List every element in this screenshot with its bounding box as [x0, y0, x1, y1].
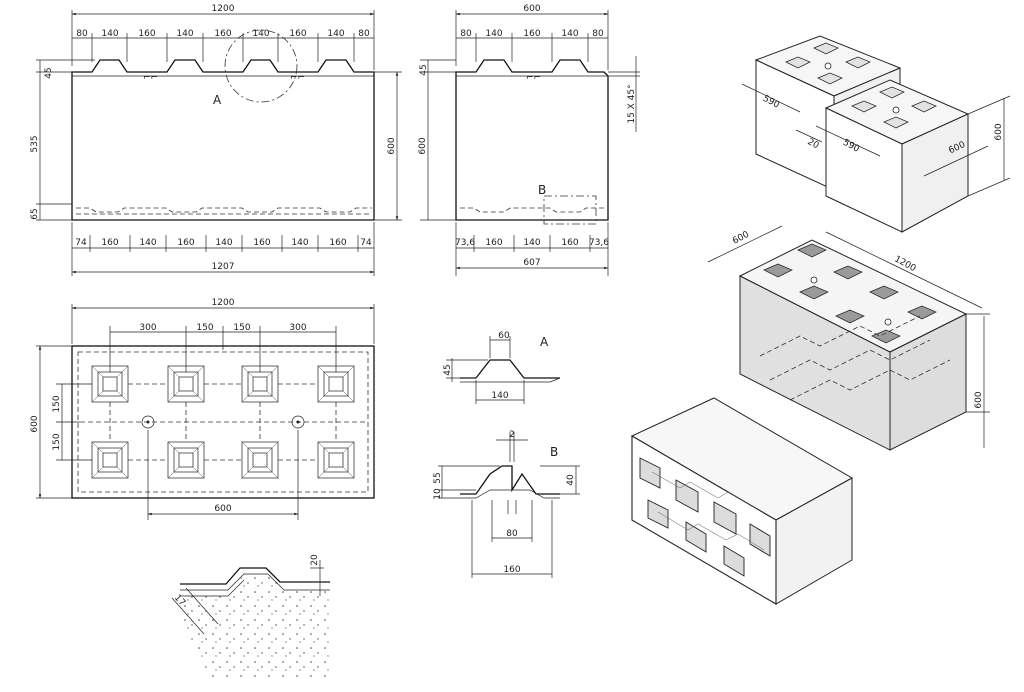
side-top-seg-1: 80 [460, 29, 472, 39]
iso-pair-dim-20: 20 [806, 137, 821, 151]
side-left-dim-45: 45 [419, 64, 429, 75]
side-view: 600 80 140 160 140 80 B ⌐⌐ 45 600 15 X 4… [418, 4, 640, 276]
front-bottom-seg-6: 160 [253, 238, 270, 248]
side-top-seg-5: 80 [592, 29, 604, 39]
front-top-seg-4: 140 [176, 29, 193, 39]
front-top-segment-ticks [91, 33, 355, 62]
plan-bottom-dim: 600 [214, 504, 231, 514]
front-top-seg-3: 160 [138, 29, 155, 39]
detail-b-right: 40 [566, 474, 576, 486]
iso-single-dim-1200: 1200 [892, 254, 917, 274]
detail-b-inner: 80 [506, 529, 518, 539]
detail-b-label: B [550, 445, 558, 459]
front-left-dim-65: 65 [30, 208, 40, 219]
iso-single-dim-600-depth: 600 [731, 230, 751, 247]
side-bottom-seg-2: 160 [485, 238, 502, 248]
plan-lifting-hole-left [141, 415, 155, 429]
front-view: 1200 80 140 160 140 160 140 160 140 80 A [30, 4, 402, 276]
front-bottom-width: 1207 [212, 262, 235, 272]
detail-b-bottom: 160 [503, 565, 520, 575]
side-bottom-seg-1: 73,6 [455, 238, 475, 248]
front-bottom-seg-1: 74 [75, 238, 87, 248]
detail-b-height-10: 10 [433, 488, 443, 500]
side-block-outline [455, 59, 609, 221]
detail-a-height: 45 [443, 364, 453, 375]
front-top-seg-1: 80 [76, 29, 88, 39]
front-bottom-seg-8: 160 [329, 238, 346, 248]
side-bottom-seg-3: 140 [523, 238, 540, 248]
front-bottom-seg-7: 140 [291, 238, 308, 248]
front-left-dim-45: 45 [44, 67, 54, 78]
side-bottom-seg-5: 73,6 [589, 238, 609, 248]
detail-b-height-55: 55 [433, 472, 443, 483]
detail-a-bottom: 140 [491, 391, 508, 401]
side-left-dim-600: 600 [418, 137, 428, 154]
front-bottom-seg-3: 140 [139, 238, 156, 248]
edge-dim-20: 20 [310, 554, 320, 566]
front-bottom-seg-9: 74 [360, 238, 372, 248]
front-left-dim-535: 535 [30, 135, 40, 152]
side-top-width: 600 [523, 4, 540, 14]
plan-top-seg-4: 300 [289, 323, 306, 333]
plan-view: 1200 300 150 150 300 [30, 298, 375, 520]
detail-b: 2 B 55 10 40 80 160 [433, 430, 580, 578]
front-top-seg-2: 140 [101, 29, 118, 39]
svg-text:⌐⌐: ⌐⌐ [290, 73, 305, 83]
svg-text:⌐⌐: ⌐⌐ [526, 73, 541, 83]
plan-top-seg-2: 150 [196, 323, 213, 333]
detail-a-marker-circle [224, 29, 298, 103]
front-top-seg-7: 160 [289, 29, 306, 39]
detail-b-top: 2 [509, 430, 515, 440]
side-top-seg-4: 140 [561, 29, 578, 39]
front-block-outline [71, 59, 375, 221]
plan-left-seg-1: 150 [52, 395, 62, 412]
front-right-dim: 600 [387, 137, 397, 154]
iso-bottom-block [630, 397, 854, 605]
side-top-seg-3: 160 [523, 29, 540, 39]
front-top-seg-9: 80 [358, 29, 370, 39]
iso-pair-dim-600-height: 600 [994, 123, 1004, 140]
front-top-seg-5: 160 [214, 29, 231, 39]
front-top-width: 1200 [212, 4, 235, 14]
detail-a-label: A [540, 335, 549, 349]
plan-top-width: 1200 [212, 298, 235, 308]
plan-top-seg-3: 150 [233, 323, 250, 333]
side-top-seg-2: 140 [485, 29, 502, 39]
detail-a: 60 A 45 140 [443, 331, 561, 404]
side-bottom-width: 607 [523, 258, 540, 268]
front-top-seg-6: 140 [252, 29, 269, 39]
front-top-seg-8: 140 [327, 29, 344, 39]
front-bottom-seg-5: 140 [215, 238, 232, 248]
front-bottom-seg-4: 160 [177, 238, 194, 248]
front-bottom-seg-2: 160 [101, 238, 118, 248]
front-detail-label: A [213, 93, 222, 107]
side-chamfer: 15 X 45° [627, 84, 637, 123]
iso-single-dim-600-height: 600 [974, 391, 984, 408]
side-bottom-seg-4: 160 [561, 238, 578, 248]
svg-text:⌐⌐: ⌐⌐ [143, 73, 158, 83]
plan-lifting-hole-right [291, 415, 305, 429]
plan-top-seg-1: 300 [139, 323, 156, 333]
plan-left-seg-2: 150 [52, 433, 62, 450]
iso-block-pair: 590 20 590 600 600 [741, 35, 1011, 233]
plan-left-height: 600 [30, 415, 40, 432]
iso-single-block: 600 1200 600 [707, 225, 990, 451]
edge-detail: 20 17 [171, 554, 330, 680]
detail-b-marker-box [543, 195, 597, 225]
detail-a-top: 60 [498, 331, 510, 341]
side-detail-label: B [538, 183, 546, 197]
